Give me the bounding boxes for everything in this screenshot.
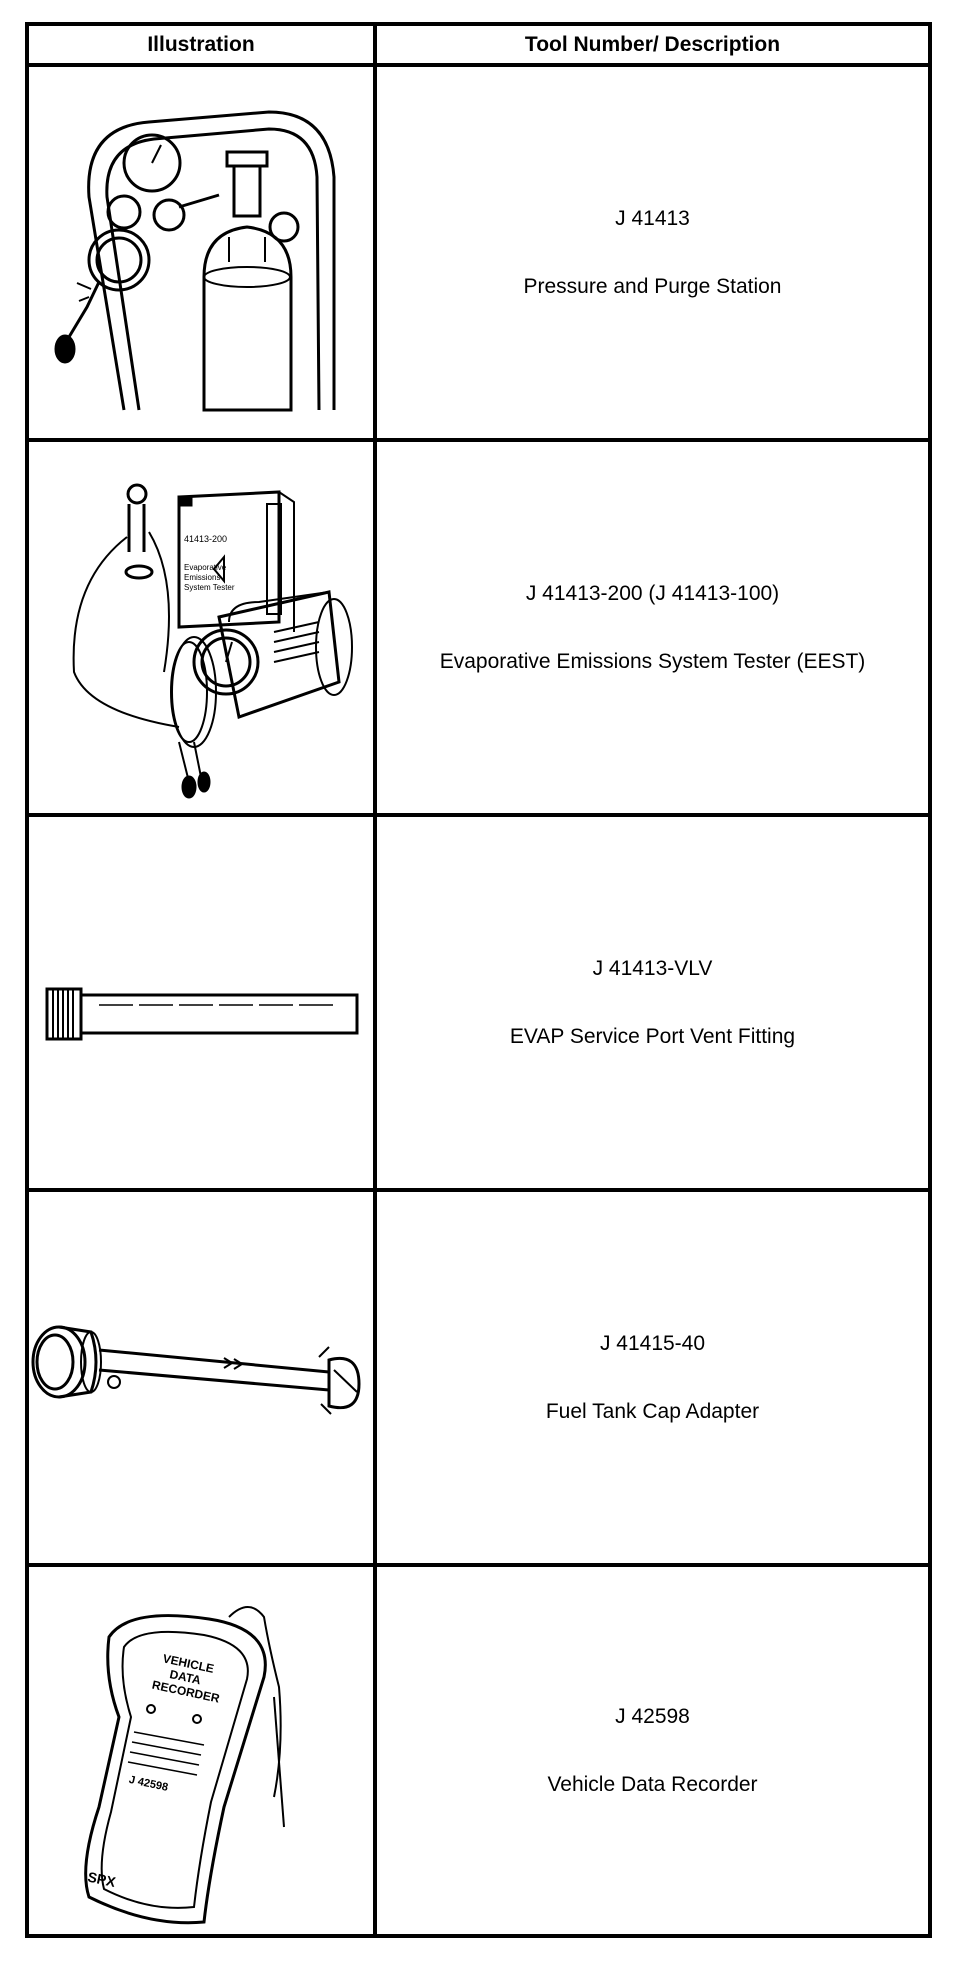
tool-info: J 41413-VLV EVAP Service Port Vent Fitti…	[377, 817, 928, 1188]
recorder-label: J 42598	[128, 1774, 169, 1794]
table-row: J 41413 Pressure and Purge Station	[29, 67, 928, 442]
tool-number: J 41413	[615, 206, 690, 230]
tool-description: Evaporative Emissions System Tester (EES…	[439, 649, 866, 673]
tool-description-header: Tool Number/ Description	[524, 32, 781, 56]
tester-label: Evaporative	[184, 563, 227, 572]
tester-label: 41413-200	[184, 534, 227, 544]
tool-info: J 41415-40 Fuel Tank Cap Adapter	[377, 1192, 928, 1563]
vent-fitting-icon	[29, 817, 373, 1188]
tool-number: J 41413-200 (J 41413-100)	[525, 581, 780, 605]
table-header: Illustration Tool Number/ Description	[29, 26, 928, 67]
table-row: VEHICLE DATA RECORDER J 42598 SPX J 4259…	[29, 1567, 928, 1934]
data-recorder-icon: VEHICLE DATA RECORDER J 42598 SPX	[29, 1567, 373, 1934]
table-row: J 41413-VLV EVAP Service Port Vent Fitti…	[29, 817, 928, 1192]
tool-description: EVAP Service Port Vent Fitting	[509, 1024, 796, 1048]
evap-tester-icon: 41413-200 Evaporative Emissions System T…	[29, 442, 373, 813]
tester-label: System Tester	[184, 583, 235, 592]
tool-description: Vehicle Data Recorder	[547, 1772, 758, 1796]
tool-number: J 41413-VLV	[592, 956, 713, 980]
tool-number: J 42598	[615, 1704, 690, 1728]
tool-description: Pressure and Purge Station	[523, 274, 782, 298]
tool-info: J 42598 Vehicle Data Recorder	[377, 1567, 928, 1934]
tool-info: J 41413 Pressure and Purge Station	[377, 67, 928, 438]
tester-label: Emissions	[184, 573, 220, 582]
column-divider	[373, 26, 377, 1934]
pressure-purge-station-icon	[29, 67, 373, 438]
tools-table: Illustration Tool Number/ Description	[25, 22, 932, 1938]
recorder-label: SPX	[86, 1869, 117, 1891]
recorder-label: DATA	[168, 1667, 202, 1687]
tool-info: J 41413-200 (J 41413-100) Evaporative Em…	[377, 442, 928, 813]
illustration-header: Illustration	[147, 32, 255, 56]
table-row: 41413-200 Evaporative Emissions System T…	[29, 442, 928, 817]
table-row: J 41415-40 Fuel Tank Cap Adapter	[29, 1192, 928, 1567]
cap-adapter-icon	[29, 1192, 373, 1563]
tool-description: Fuel Tank Cap Adapter	[545, 1399, 760, 1423]
tool-number: J 41415-40	[599, 1331, 706, 1355]
